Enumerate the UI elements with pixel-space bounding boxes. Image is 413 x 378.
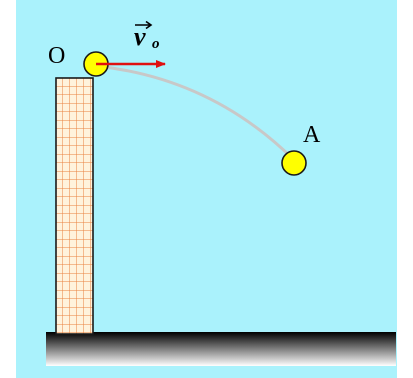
origin-label: O: [48, 43, 65, 69]
point-a-label: A: [303, 122, 321, 148]
velocity-label: v o: [134, 20, 160, 52]
ground: [46, 332, 396, 366]
tower: [55, 77, 94, 335]
velocity-subscript: o: [152, 36, 160, 52]
velocity-symbol: v: [134, 22, 146, 51]
ball-at-a: [281, 150, 307, 176]
vector-hat-icon: [135, 20, 153, 30]
trajectory-curve: [95, 64, 294, 160]
